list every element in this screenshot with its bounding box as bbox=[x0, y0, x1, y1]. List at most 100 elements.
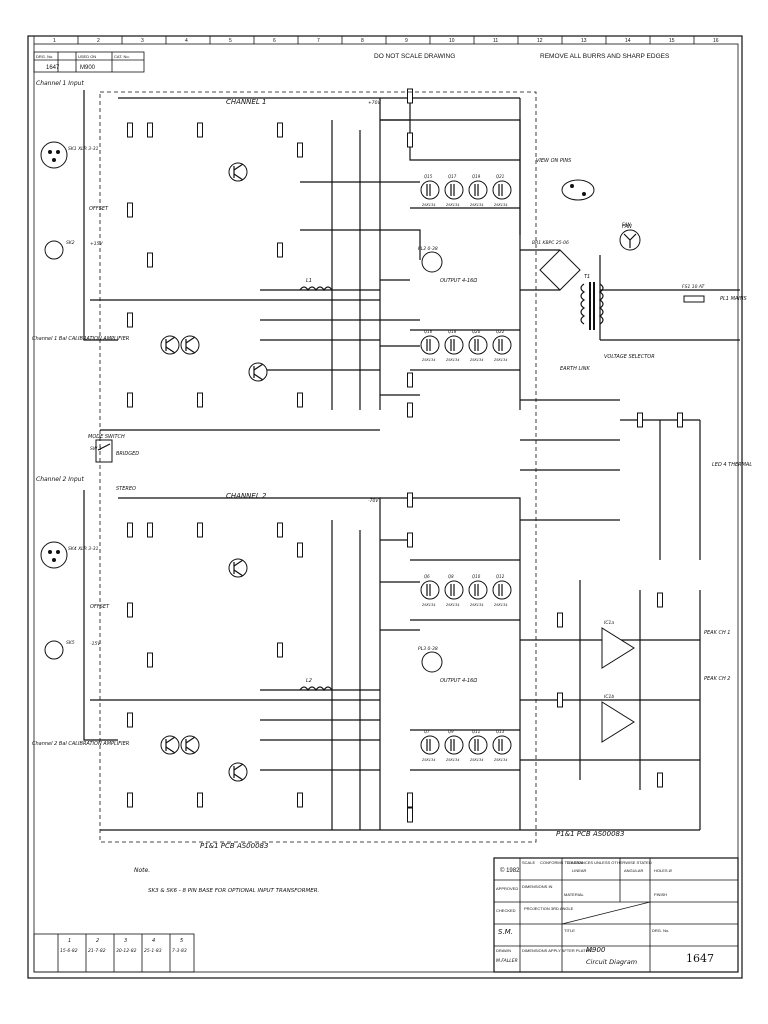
mosfet-label: Q16 bbox=[424, 329, 433, 334]
mosfet-type-label: 2SK134 bbox=[446, 758, 459, 762]
remove-burrs-warning: REMOVE ALL BURRS AND SHARP EDGES bbox=[540, 53, 670, 60]
balanced-label-2: Channel 2 Bal CALIBRATION AMPLIFIER bbox=[32, 741, 129, 747]
mosfet-label: Q12 bbox=[496, 574, 505, 579]
transformer-label: T1 bbox=[584, 274, 590, 280]
revision-number: 5 bbox=[180, 938, 183, 944]
fuse-label: FS1 10 AT bbox=[682, 284, 706, 290]
grid-number: 1 bbox=[53, 38, 56, 44]
ic1a-label: IC1a bbox=[604, 620, 614, 626]
note-text: SK3 & SK6 - 8 PIN BASE FOR OPTIONAL INPU… bbox=[148, 888, 320, 894]
rail-minus-label: -70V bbox=[368, 498, 379, 504]
used-on-value: M900 bbox=[80, 65, 96, 71]
resistor bbox=[147, 522, 153, 538]
bjt-transistors bbox=[160, 162, 268, 782]
resistor bbox=[637, 412, 643, 428]
mosfet-label: Q15 bbox=[424, 174, 433, 179]
led4-thermal-label: LED 4 THERMAL bbox=[712, 462, 752, 468]
resistor bbox=[127, 312, 133, 328]
drg-no-value-block: 1647 bbox=[686, 952, 714, 965]
revision-number: 2 bbox=[96, 938, 99, 944]
comparator-ic1b: IC1b bbox=[601, 694, 635, 743]
resistor bbox=[297, 392, 303, 408]
projection-label: PROJECTION 3RD ANGLE bbox=[524, 906, 574, 911]
resistor bbox=[197, 792, 203, 808]
grid-number: 15 bbox=[669, 38, 675, 44]
dwg-no-value: 1647 bbox=[46, 65, 60, 71]
channel2-label: CHANNEL 2 bbox=[226, 492, 267, 500]
peak-ch1-label: PEAK CH 1 bbox=[704, 630, 730, 636]
grid-number: 9 bbox=[405, 38, 408, 44]
mode-switch-sw1: SW 1 bbox=[90, 439, 113, 463]
resistor bbox=[197, 522, 203, 538]
resistor bbox=[147, 252, 153, 268]
resistor bbox=[407, 132, 413, 148]
resistor bbox=[407, 532, 413, 548]
resistor bbox=[407, 88, 413, 104]
header-info-block: DRG. No. 1647 USED ON M900 CAT. No. bbox=[33, 51, 145, 73]
resistor bbox=[657, 772, 663, 788]
resistor bbox=[407, 372, 413, 388]
revision-date: 15-6-82 bbox=[60, 948, 78, 954]
resistor bbox=[657, 592, 663, 608]
bridge-label: BR1 KBPC 25-06 bbox=[532, 240, 569, 246]
input-connector-sk4: SK4 XLR 3-31 bbox=[40, 541, 99, 569]
mosfet-type-label: 2SK134 bbox=[422, 358, 435, 362]
grid-number: 16 bbox=[713, 38, 719, 44]
grid-number: 2 bbox=[97, 38, 100, 44]
plus15-label: +15V bbox=[90, 241, 103, 247]
mosfet-label: Q9 bbox=[448, 729, 454, 734]
inductor-l1: L1 bbox=[299, 278, 333, 292]
resistor bbox=[407, 807, 413, 823]
resistor bbox=[147, 652, 153, 668]
stereo-label: STEREO bbox=[116, 486, 136, 492]
sw1-label: SW 1 bbox=[90, 446, 102, 452]
peak-ch2-label: PEAK CH 2 bbox=[704, 676, 730, 682]
sk1-label: SK1 XLR 3-31 bbox=[68, 146, 99, 152]
mosfet-type-label: 2SK134 bbox=[470, 358, 483, 362]
pl3-label: PL3 0-38 bbox=[418, 646, 438, 652]
resistor bbox=[197, 122, 203, 138]
resistor bbox=[407, 492, 413, 508]
balanced-label-1: Channel 1 Bal CALIBRATION AMPLIFIER bbox=[32, 336, 129, 342]
resistor bbox=[127, 602, 133, 618]
resistor bbox=[277, 122, 283, 138]
mosfet-label: Q19 bbox=[472, 174, 481, 179]
holes-label: HOLES Ø bbox=[654, 868, 672, 873]
to3-pinout-icon bbox=[561, 179, 595, 201]
resistor bbox=[127, 792, 133, 808]
linear-label: LINEAR bbox=[572, 868, 587, 873]
dim-apply-label: DIMENSIONS APPLY AFTER PLATING bbox=[522, 948, 593, 953]
offset-label-1: OFFSET bbox=[89, 206, 109, 212]
approved-label: APPROVED bbox=[496, 886, 518, 891]
revision-date: 7-3-83 bbox=[172, 948, 187, 954]
bjt-transistor bbox=[180, 735, 200, 755]
fan-icon: FAN bbox=[619, 222, 641, 251]
mosfet-type-label: 2SK134 bbox=[446, 603, 459, 607]
bjt-transistor bbox=[248, 362, 268, 382]
drg-no-label-block: DRG. No. bbox=[652, 928, 669, 933]
wiring bbox=[83, 90, 740, 831]
used-on-label: USED ON bbox=[78, 54, 96, 59]
mosfet-type-label: 2SK134 bbox=[494, 358, 507, 362]
grid-number: 4 bbox=[185, 38, 188, 44]
view-on-pins-label: VIEW ON PINS bbox=[536, 158, 572, 164]
channel1-input-label: Channel 1 Input bbox=[36, 80, 84, 87]
grid-number: 12 bbox=[537, 38, 543, 44]
mosfet-label: Q10 bbox=[472, 574, 481, 579]
mosfet-label: Q13 bbox=[496, 729, 505, 734]
grid-number: 14 bbox=[625, 38, 631, 44]
comparator-ic1a: IC1a bbox=[601, 620, 635, 669]
revision-date: 25-1-83 bbox=[144, 948, 162, 954]
resistor bbox=[677, 412, 683, 428]
